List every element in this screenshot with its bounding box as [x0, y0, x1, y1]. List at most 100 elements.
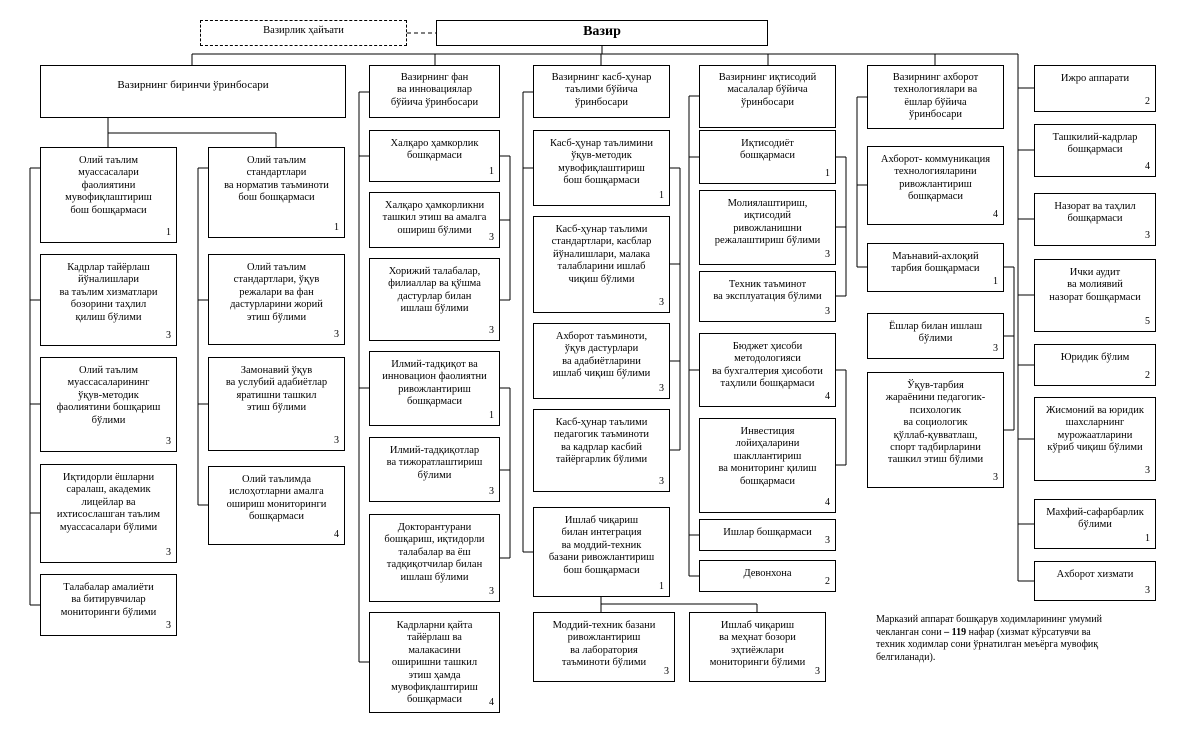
unit-box-label: Ички аудит ва молиявий назорат бошқармас… [1049, 267, 1141, 303]
unit-box-staff-count: 3 [815, 666, 820, 678]
unit-box-staff-count: 3 [166, 330, 171, 342]
unit-box-label: Илмий-тадқиқотлар ва тижоратлаштириш бўл… [386, 445, 483, 481]
unit-box: Иқтидорли ёшларни саралаш, академик лице… [40, 464, 177, 563]
unit-box-label: Олий таълим муассасаларининг ўқув-методи… [56, 365, 161, 426]
unit-box-label: Илмий-тадқиқот ва инновацион фаолиятни р… [382, 359, 487, 408]
unit-box-staff-count: 1 [659, 190, 664, 202]
unit-box-staff-count: 3 [166, 547, 171, 559]
unit-box: Ахборот- коммуникация технологияларини р… [867, 146, 1004, 225]
unit-box-label: Маънавий-ахлоқий тарбия бошқармаси [891, 251, 980, 275]
minister-box: Вазир [436, 20, 768, 46]
unit-box-label: Талабалар амалиёти ва битирувчилар монит… [60, 582, 157, 618]
unit-box: Замонавий ўқув ва услубий адабиётлар яра… [208, 357, 345, 451]
unit-box-label: Халқаро ҳамкорлик бошқармаси [390, 138, 479, 162]
unit-box-label: Юридик бўлим [1060, 352, 1130, 363]
board-box-label: Вазирлик ҳайъати [263, 25, 344, 36]
it-youth-deputy-box-label: Вазирнинг ахборот технологиялари ва ёшла… [892, 72, 979, 121]
unit-box-label: Кадрларни қайта тайёрлаш ва малакасини о… [391, 620, 478, 706]
unit-box: Илмий-тадқиқот ва инновацион фаолиятни р… [369, 351, 500, 426]
minister-box-label: Вазир [583, 24, 621, 39]
unit-box: Ички аудит ва молиявий назорат бошқармас… [1034, 259, 1156, 332]
board-box: Вазирлик ҳайъати [200, 20, 407, 46]
unit-box-staff-count: 1 [825, 168, 830, 180]
unit-box-staff-count: 4 [1145, 161, 1150, 173]
unit-box-label: Кадрлар тайёрлаш йўналишлари ва таълим х… [59, 262, 158, 323]
unit-box: Кадрлар тайёрлаш йўналишлари ва таълим х… [40, 254, 177, 346]
unit-box-label: Олий таълим стандартлари, ўқув режалари … [230, 262, 323, 323]
unit-box: Моддий-техник базани ривожлантириш ва ла… [533, 612, 675, 682]
unit-box-staff-count: 1 [659, 581, 664, 593]
unit-box: Олий таълим муассасаларининг ўқув-методи… [40, 357, 177, 452]
unit-box: Кадрларни қайта тайёрлаш ва малакасини о… [369, 612, 500, 713]
unit-box-label: Ёшлар билан ишлаш бўлими [888, 321, 983, 345]
unit-box-staff-count: 2 [1145, 96, 1150, 108]
unit-box: Олий таълим стандартлари, ўқув режалари … [208, 254, 345, 345]
unit-box: Олий таълимда ислоҳотларни амалга ошириш… [208, 466, 345, 545]
unit-box-label: Ахборот таъминоти, ўқув дастурлари ва ад… [552, 331, 651, 380]
unit-box-label: Молиялаштириш, иқтисодий ривожланишни ре… [714, 198, 821, 247]
unit-box-label: Халқаро ҳамкорликни ташкил этиш ва амалг… [382, 200, 487, 236]
unit-box-label: Назорат ва таҳлил бошқармаси [1054, 201, 1136, 225]
unit-box-staff-count: 3 [334, 329, 339, 341]
unit-box-staff-count: 5 [1145, 316, 1150, 328]
note-staff-count: – 119 [944, 626, 967, 638]
unit-box-staff-count: 2 [1145, 370, 1150, 382]
unit-box: Докторантурани бошқариш, иқтидорли талаб… [369, 514, 500, 602]
unit-box-staff-count: 1 [334, 222, 339, 234]
first-deputy-box: Вазирнинг биринчи ўринбосари [40, 65, 346, 118]
unit-box-staff-count: 1 [166, 227, 171, 239]
unit-box-label: Ахборот- коммуникация технологияларини р… [880, 154, 991, 203]
unit-box-staff-count: 1 [993, 276, 998, 288]
unit-box-label: Моддий-техник базани ривожлантириш ва ла… [552, 620, 656, 669]
vocational-deputy-box: Вазирнинг касб-ҳунар таълими бўйича ўрин… [533, 65, 670, 118]
unit-box-label: Ўқув-тарбия жараёнини педагогик- психоло… [885, 380, 986, 466]
unit-box-staff-count: 1 [1145, 533, 1150, 545]
unit-box: Касб-ҳунар таълими стандартлари, касблар… [533, 216, 670, 313]
unit-box: Халқаро ҳамкорлик бошқармаси 1 [369, 130, 500, 182]
unit-box-staff-count: 4 [825, 497, 830, 509]
unit-box-label: Махфий-сафарбарлик бўлими [1046, 507, 1144, 531]
unit-box: Халқаро ҳамкорликни ташкил этиш ва амалг… [369, 192, 500, 248]
unit-box-label: Техник таъминот ва эксплуатация бўлими [713, 279, 822, 303]
unit-box-label: Докторантурани бошқариш, иқтидорли талаб… [384, 522, 485, 583]
unit-box-label: Олий таълим стандартлари ва норматив таъ… [224, 155, 329, 204]
unit-box: Илмий-тадқиқотлар ва тижоратлаштириш бўл… [369, 437, 500, 502]
unit-box-staff-count: 3 [659, 476, 664, 488]
unit-box-label: Ахборот хизмати [1056, 569, 1134, 580]
unit-box-staff-count: 1 [489, 166, 494, 178]
unit-box: Касб-ҳунар таълими педагогик таъминоти в… [533, 409, 670, 492]
unit-box-staff-count: 3 [334, 435, 339, 447]
unit-box-label: Инвестиция лойиҳаларини шакллантириш ва … [718, 426, 817, 487]
unit-box-staff-count: 1 [489, 410, 494, 422]
unit-box: Ахборот таъминоти, ўқув дастурлари ва ад… [533, 323, 670, 399]
economic-deputy-box-label: Вазирнинг иқтисодий масалалар бўйича ўри… [718, 72, 817, 108]
unit-box-staff-count: 3 [1145, 465, 1150, 477]
unit-box: Касб-ҳунар таълимини ўқув-методик мувофи… [533, 130, 670, 206]
unit-box-label: Олий таълим муассасалари фаолиятини муво… [65, 155, 152, 216]
unit-box-staff-count: 3 [825, 249, 830, 261]
unit-box-label: Касб-ҳунар таълими стандартлари, касблар… [551, 224, 652, 285]
unit-box: Юридик бўлим 2 [1034, 344, 1156, 386]
unit-box-label: Ишлар бошқармаси [723, 527, 812, 538]
unit-box: Хорижий талабалар, филиаллар ва қўшма да… [369, 258, 500, 341]
first-deputy-box-label: Вазирнинг биринчи ўринбосари [117, 79, 269, 91]
unit-box-label: Касб-ҳунар таълимини ўқув-методик мувофи… [550, 138, 653, 187]
unit-box-staff-count: 3 [166, 436, 171, 448]
unit-box: Маънавий-ахлоқий тарбия бошқармаси 1 [867, 243, 1004, 292]
unit-box-staff-count: 3 [659, 383, 664, 395]
unit-box-label: Бюджет ҳисоби методологияси ва бухгалтер… [712, 341, 823, 390]
unit-box: Олий таълим муассасалари фаолиятини муво… [40, 147, 177, 243]
science-deputy-box-label: Вазирнинг фан ва инновациялар бўйича ўри… [390, 72, 479, 108]
unit-box-label: Иқтидорли ёшларни саралаш, академик лице… [56, 472, 161, 533]
